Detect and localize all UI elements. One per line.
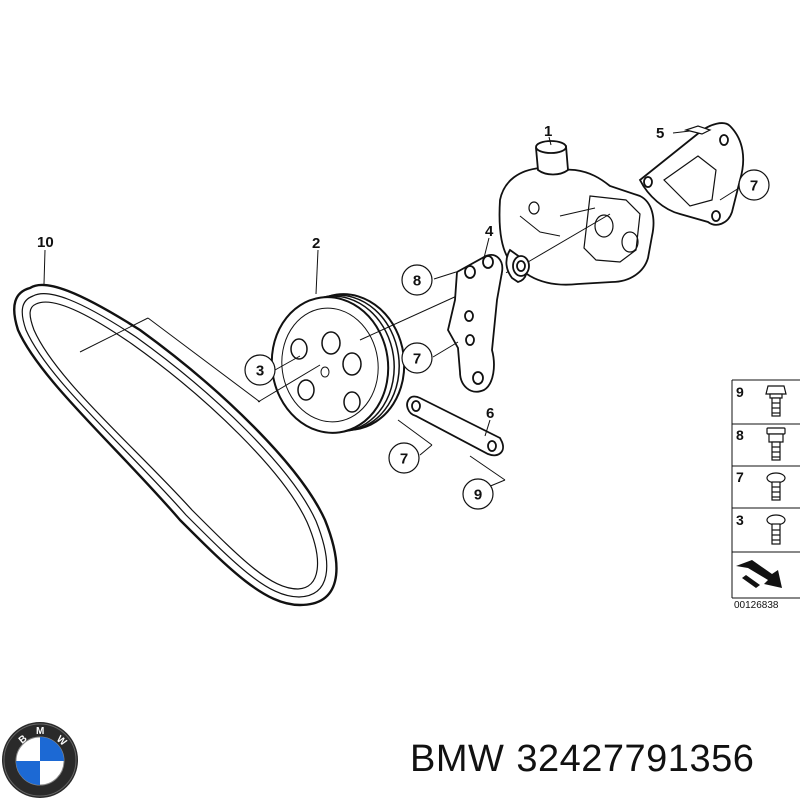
callout-6: 6 <box>486 405 494 422</box>
callout-circle-9: 9 <box>462 478 494 510</box>
svg-text:7: 7 <box>400 451 408 468</box>
callout-circle-7-rear: 7 <box>738 169 770 201</box>
diagram-code: 00126838 <box>734 600 779 611</box>
link-plate <box>406 395 504 457</box>
direction-arrow-icon <box>736 560 782 588</box>
callout-10: 10 <box>37 234 54 251</box>
brand-name: BMW <box>410 738 505 780</box>
callout-5: 5 <box>656 125 664 142</box>
legend-label-8: 8 <box>736 427 744 443</box>
part-number: 32427791356 <box>516 738 755 780</box>
legend-label-9: 9 <box>736 384 744 400</box>
rear-bracket <box>638 122 745 226</box>
svg-text:9: 9 <box>474 487 482 504</box>
belt-centerline <box>79 317 261 403</box>
fastener-legend: 9 8 7 3 00126838 <box>731 379 800 611</box>
callout-1: 1 <box>544 123 552 140</box>
bolt-icon-7 <box>766 472 786 501</box>
bolt-icon-8 <box>766 427 786 461</box>
callout-4: 4 <box>485 223 494 240</box>
bracket <box>447 254 504 393</box>
callout-2: 2 <box>312 235 320 252</box>
bmw-logo: B M W <box>2 722 78 798</box>
callout-circle-7-plate: 7 <box>388 442 420 474</box>
svg-text:8: 8 <box>413 273 421 290</box>
assembly-axis <box>257 265 521 403</box>
svg-text:M: M <box>36 726 44 737</box>
callout-circle-8: 8 <box>401 264 433 296</box>
svg-text:7: 7 <box>413 351 421 368</box>
steering-pump <box>498 140 655 286</box>
legend-label-7: 7 <box>736 469 744 485</box>
callout-circle-7-bracket: 7 <box>401 342 433 374</box>
pump-axis <box>527 207 611 263</box>
svg-text:3: 3 <box>256 363 264 380</box>
leader-lines <box>43 130 740 488</box>
bolt-icon-9 <box>765 385 787 417</box>
legend-label-3: 3 <box>736 512 744 528</box>
bolt-icon-3 <box>766 514 786 545</box>
part-caption: BMW 32427791356 <box>410 738 790 788</box>
callout-circle-3: 3 <box>244 354 276 386</box>
callout-labels: 1 2 4 5 6 10 8 3 7 7 7 9 <box>37 123 770 510</box>
svg-text:7: 7 <box>750 178 758 195</box>
drive-belt <box>13 283 338 607</box>
pulley <box>270 293 406 434</box>
